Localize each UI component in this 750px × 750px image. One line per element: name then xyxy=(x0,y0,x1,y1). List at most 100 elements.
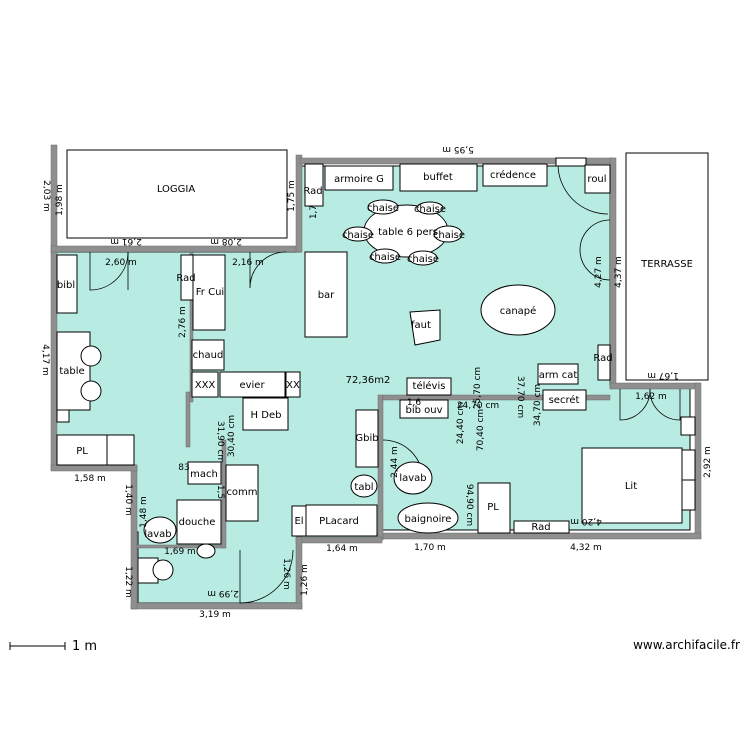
label-televis: télévis xyxy=(413,380,446,392)
label-terrasse: TERRASSE xyxy=(640,259,693,270)
pl-bath-box xyxy=(477,482,511,534)
canape-ellipse xyxy=(480,284,556,336)
douche-box xyxy=(176,499,222,545)
label-comm: comm xyxy=(226,487,257,498)
armoire-box xyxy=(324,165,394,191)
label-bar: bar xyxy=(318,290,335,301)
tabl-ellipse xyxy=(350,474,378,498)
label-table6: table 6 pers xyxy=(378,227,438,238)
rad-bed-box xyxy=(513,520,570,534)
door-5 xyxy=(619,388,651,421)
bibl-box xyxy=(56,254,78,314)
lit-side-2 xyxy=(681,479,696,511)
wall-mid-bottom xyxy=(295,536,383,544)
dim-437: 4,37 m xyxy=(614,256,624,288)
label-bib-ouv: bib ouv xyxy=(405,405,442,416)
label-chaise-5: chaise xyxy=(407,254,439,265)
door-1 xyxy=(89,251,129,291)
dim-16: 1,6 xyxy=(407,398,422,408)
label-arm-cat: arm cat xyxy=(539,370,578,381)
label-armoire: armoire G xyxy=(334,174,384,185)
label-douche: douche xyxy=(179,517,216,528)
label-xxx2: XX xyxy=(286,380,300,391)
placard-box xyxy=(305,504,378,537)
dim-122: 1,22 m xyxy=(123,566,133,598)
dim-208: 2,08 m xyxy=(210,236,242,246)
dim-260: 2,60 m xyxy=(105,258,137,268)
wall-bottom xyxy=(130,602,303,610)
wc-bowl xyxy=(152,559,174,581)
label-chaise-4: chaise xyxy=(369,252,401,263)
dim-7040: 70,40 cm xyxy=(476,409,486,451)
label-baignoire: baignoire xyxy=(405,514,452,525)
buffet-box xyxy=(399,163,478,192)
dim-15: 1,5 xyxy=(215,485,225,499)
door-2 xyxy=(249,251,287,289)
label-xxx1: XXX xyxy=(195,380,216,391)
label-h-deb: H Deb xyxy=(251,410,282,421)
wall-loggia-bottom xyxy=(50,245,302,253)
label-mach: mach xyxy=(190,469,218,480)
dim-9490: 94,90 cm xyxy=(464,484,474,526)
label-lit: Lit xyxy=(625,481,637,492)
dim-175: 1,75 m xyxy=(287,180,297,212)
small-corner-box xyxy=(56,409,70,423)
comm-box xyxy=(225,464,259,522)
lavab-1-ellipse xyxy=(143,516,177,544)
door-3 xyxy=(557,163,609,215)
wall-bed-right xyxy=(694,382,702,539)
label-placard: PLacard xyxy=(319,516,359,527)
evier-box xyxy=(219,371,286,398)
dim-276: 2,76 m xyxy=(178,306,188,338)
label-area: 72,36m2 xyxy=(346,375,391,386)
bed-corner-box xyxy=(680,416,696,436)
mach-box xyxy=(187,461,222,485)
label-rad-bed: Rad xyxy=(531,522,550,533)
dim-2440: 24,40 cm xyxy=(456,402,466,444)
dim-126b: 1,26 m xyxy=(300,564,310,596)
dim-3770: 37,70 cm xyxy=(515,376,525,418)
dim-432: 4,32 m xyxy=(570,543,602,553)
label-pl-bath: PL xyxy=(487,502,499,513)
label-tabl: tabl xyxy=(354,482,373,493)
gbib-box xyxy=(355,409,379,468)
door-7 xyxy=(239,549,294,604)
label-pl-left: PL xyxy=(76,446,88,457)
dim-292: 2,92 m xyxy=(703,446,713,478)
dim-148: 1,48 m xyxy=(139,496,149,528)
arm-cat-box xyxy=(537,363,579,385)
dim-427: 4,27 m xyxy=(594,256,604,288)
lit-box xyxy=(581,447,683,524)
dim-2470: 24,70 cm xyxy=(457,401,499,411)
label-faut: faut xyxy=(411,320,431,331)
label-table: table xyxy=(59,366,84,377)
lavab-2-ellipse xyxy=(393,461,433,495)
dim-261: 2,61 m xyxy=(110,236,142,246)
dim-216: 2,16 m xyxy=(232,258,264,268)
dim-203: 2,03 m xyxy=(41,180,51,212)
chair-left-1 xyxy=(80,345,102,367)
chaise-4-shape xyxy=(370,248,400,264)
door-6 xyxy=(649,388,681,421)
chaise-3-shape xyxy=(433,225,463,243)
watermark: www.archifacile.fr xyxy=(633,638,740,652)
secret-box xyxy=(542,389,587,411)
label-rad-top: Rad xyxy=(303,186,322,197)
label-lavab-2: lavab xyxy=(399,473,426,484)
dimensions: 5,95 m 2,03 m 1,98 m 1,75 m 2,61 m 2,08 … xyxy=(40,144,713,620)
chaise-1-shape xyxy=(367,199,399,215)
wall-bed-top-inner xyxy=(382,394,611,401)
label-chaise-3: chaise xyxy=(433,230,465,241)
label-credence: crédence xyxy=(490,169,536,181)
wall-bath-left xyxy=(377,394,384,541)
label-evier: evier xyxy=(239,380,265,391)
dim-420: 4,20 m xyxy=(570,516,602,526)
chaise-2-shape xyxy=(343,226,373,242)
bar-box xyxy=(304,251,348,338)
dim-319: 3,19 m xyxy=(199,610,231,620)
label-chaud: chaud xyxy=(193,350,224,361)
televis-box xyxy=(406,377,452,396)
label-lavab-1: lavab xyxy=(144,529,171,540)
dim-3470: 34,70 cm xyxy=(533,384,543,426)
